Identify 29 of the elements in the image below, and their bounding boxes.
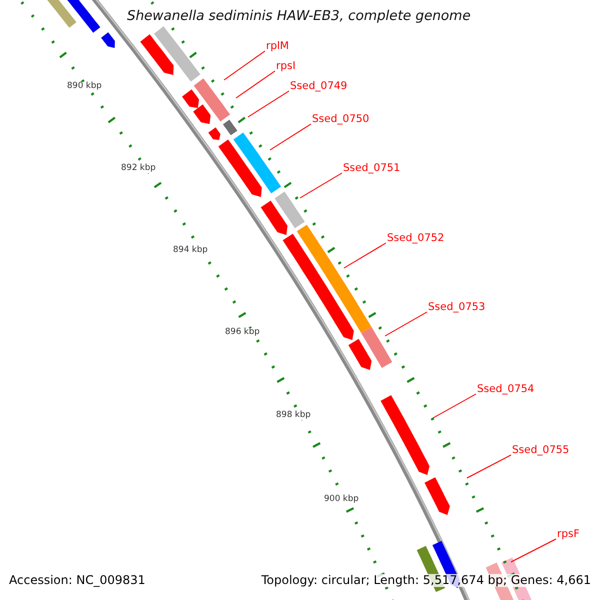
gene-label: rplM <box>266 41 289 53</box>
gene-label: Ssed_0749 <box>290 81 348 93</box>
accession-text: Accession: NC_009831 <box>9 574 146 588</box>
leader-line <box>236 70 276 98</box>
leader-line <box>300 172 342 198</box>
gene-label: Ssed_0753 <box>428 302 486 314</box>
gene-label: Ssed_0750 <box>312 114 370 126</box>
tick-label: 890 kbp <box>66 82 103 92</box>
tick-label: 894 kbp <box>172 246 209 256</box>
tick-label: 898 kbp <box>275 411 312 420</box>
gene-label: rpsF <box>557 529 580 541</box>
gene-label: Ssed_0751 <box>343 163 400 175</box>
leader-line <box>510 538 556 562</box>
leader-line <box>384 312 428 336</box>
gene-label: Ssed_0754 <box>477 384 534 396</box>
leader-line <box>344 242 386 268</box>
tick-label: 900 kbp <box>323 495 360 504</box>
leader-line <box>270 124 312 150</box>
leader-line <box>466 454 512 478</box>
gene-label: Ssed_0755 <box>512 445 570 457</box>
tick-label: 892 kbp <box>120 164 157 174</box>
tick-label: 896 kbp <box>224 328 261 338</box>
genome-info-text: Topology: circular; Length: 5,517,674 bp; Genes: 4,661 <box>261 574 591 588</box>
gene-label: rpsI <box>276 61 296 73</box>
leader-line <box>248 90 290 118</box>
leader-line <box>224 50 266 80</box>
title: Shewanella sediminis HAW-EB3, complete genome <box>127 9 471 24</box>
leader-line <box>432 394 476 418</box>
gene-label: Ssed_0752 <box>387 233 444 245</box>
